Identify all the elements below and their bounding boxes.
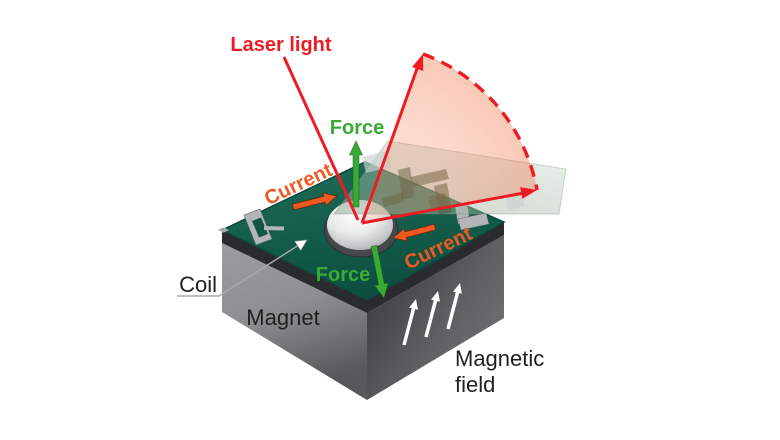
laser-beam-line	[282, 56, 360, 221]
magnetic-field-label-line2: field	[455, 372, 495, 397]
coil-label: Coil	[179, 272, 217, 297]
laser-rays	[282, 54, 537, 225]
scan-fan-fill	[362, 54, 537, 223]
magnetic-field-arrow-1	[402, 299, 418, 346]
scan-arc-dashed	[422, 52, 539, 191]
coil-pointer-arrowhead	[294, 239, 308, 252]
magnet-left-face	[222, 243, 367, 400]
magnetic-field-label-line1: Magnetic	[455, 346, 544, 371]
mirror-gimbal-ring	[223, 230, 224, 231]
pcb-traces	[222, 229, 224, 230]
current-arrows	[291, 192, 437, 242]
scan-upper-ray	[360, 62, 421, 224]
force-arrow-up	[348, 140, 364, 208]
magnetic-field-label: Magnetic field	[455, 346, 544, 397]
pad-to-coil-trace	[263, 226, 285, 231]
scan-upper-arrowhead	[412, 54, 424, 71]
left-corner-pad-notch	[252, 217, 268, 238]
coil-leader-line	[177, 242, 303, 297]
chip-substrate-edge	[222, 222, 504, 313]
magnetic-field-arrows	[402, 283, 462, 346]
magnet-right-face	[367, 235, 504, 400]
current-arrow-right	[392, 223, 437, 242]
coil-pointer	[177, 239, 308, 297]
force-top-label: Force	[330, 117, 384, 139]
laser-light-label: Laser light	[230, 34, 331, 56]
force-arrows	[348, 140, 389, 299]
right-pad-b	[457, 212, 490, 231]
scan-lower-arrowhead	[520, 187, 537, 199]
force-arrow-down	[370, 244, 389, 299]
magnet-label: Magnet	[246, 305, 319, 330]
current-arrow-left	[291, 192, 338, 211]
scan-lower-ray	[361, 191, 525, 225]
force-bottom-label: Force	[316, 264, 370, 286]
